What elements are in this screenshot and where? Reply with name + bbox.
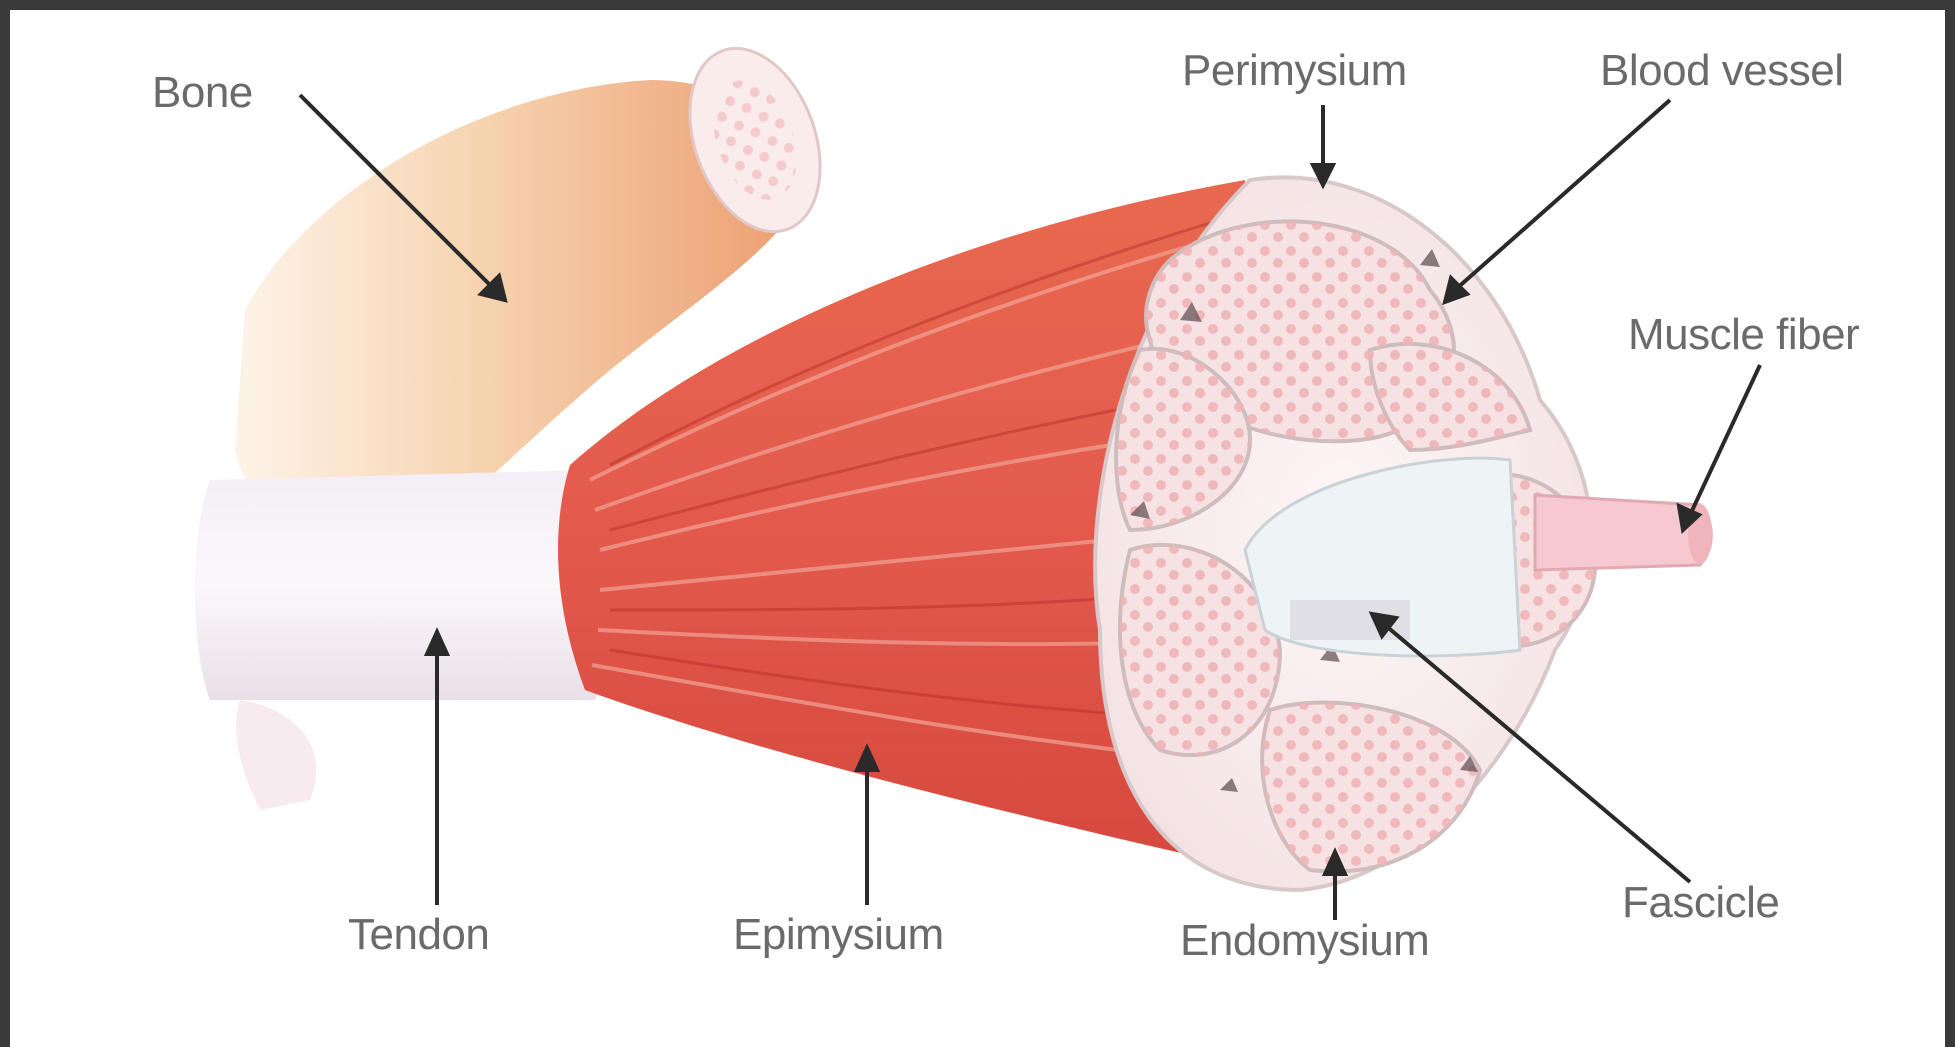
muscle-fiber-pointer [1690, 365, 1760, 515]
label-endomysium: Endomysium [1180, 916, 1429, 966]
blood-vessel-pointer [1455, 100, 1670, 290]
label-muscle-fiber: Muscle fiber [1628, 310, 1859, 360]
label-perimysium: Perimysium [1182, 46, 1407, 96]
label-fascicle: Fascicle [1622, 878, 1779, 928]
tendon-shape [195, 470, 613, 810]
label-epimysium: Epimysium [733, 910, 944, 960]
label-blood-vessel: Blood vessel [1600, 46, 1843, 96]
label-bone: Bone [152, 68, 253, 118]
diagram-frame: Bone Perimysium Blood vessel Muscle fibe… [10, 10, 1945, 1047]
muscle-fiber-tube [1535, 495, 1712, 570]
label-tendon: Tendon [348, 910, 489, 960]
cross-section [1095, 177, 1712, 890]
